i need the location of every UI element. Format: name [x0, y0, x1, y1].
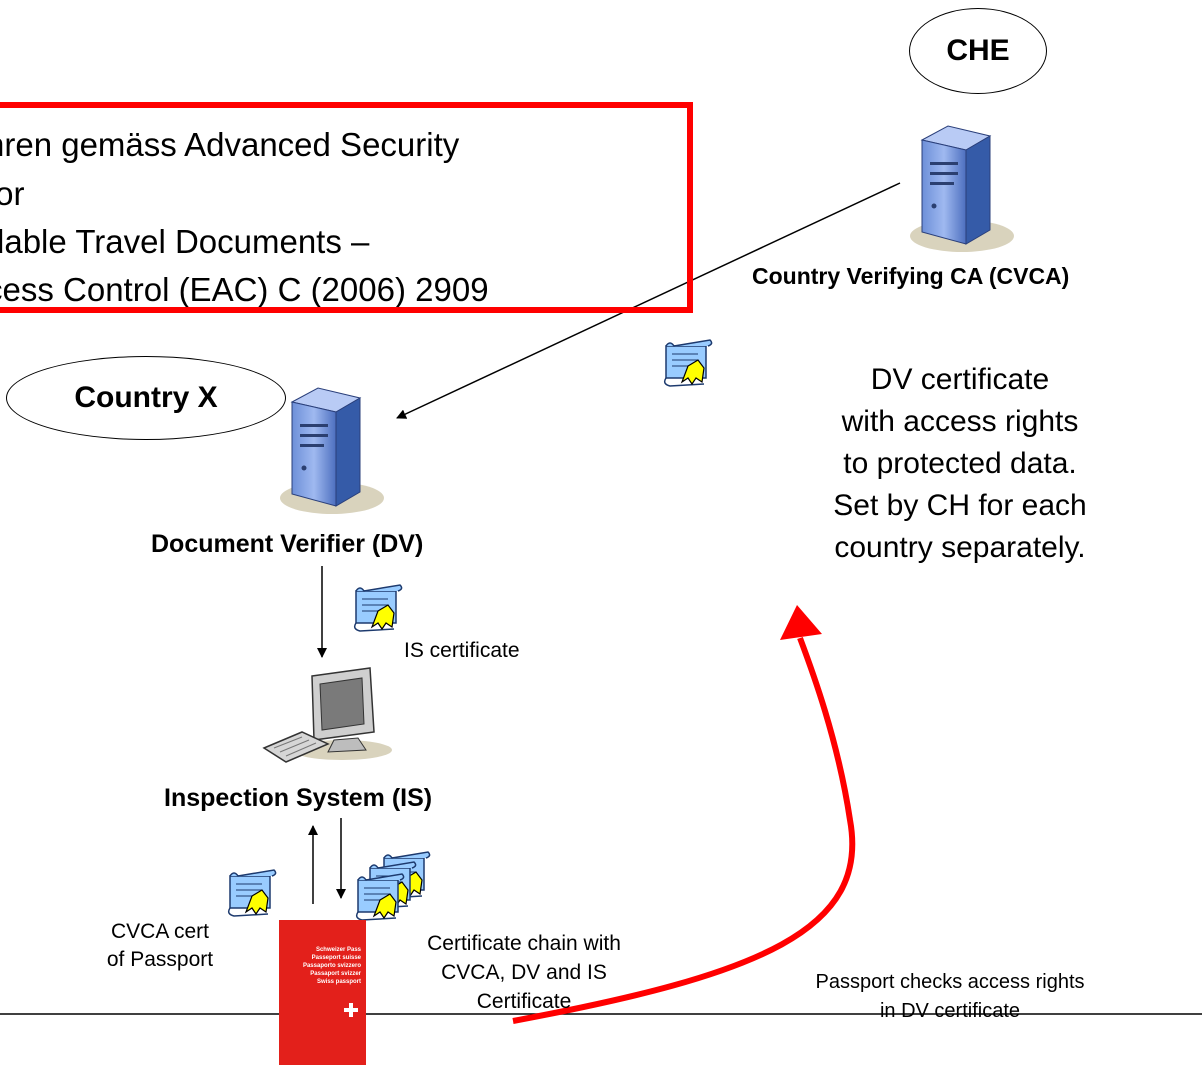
chain-line-2: CVCA, DV and IS: [441, 961, 607, 984]
certificate-chain-label: Certificate chain with CVCA, DV and IS C…: [392, 929, 656, 1016]
certificate-chain-icon: [355, 851, 431, 921]
dv-note-line-5: country separately.: [834, 531, 1086, 564]
passport-icon: Schweizer Pass Passeport suisse Passapor…: [279, 920, 366, 1065]
passport-check-line-1: Passport checks access rights: [815, 971, 1085, 993]
dv-certificate-icon: [663, 339, 713, 387]
dv-note-line-4: Set by CH for each: [833, 489, 1087, 522]
cvca-cert-line-2: of Passport: [106, 948, 214, 971]
title-line-4: cess Control (EAC) C (2006) 2909: [0, 271, 489, 308]
dv-note-line-3: to protected data.: [843, 447, 1077, 480]
computer-icon: [262, 667, 392, 763]
is-label: Inspection System (IS): [164, 784, 433, 812]
che-oval: CHE: [909, 8, 1047, 94]
che-label: CHE: [946, 34, 1010, 67]
cvca-certificate-icon: [227, 869, 277, 917]
dv-server-icon: [279, 387, 385, 515]
is-certificate-label: IS certificate: [404, 639, 520, 662]
passport-text: Schweizer Pass Passeport suisse Passapor…: [303, 946, 361, 986]
passport-line-5: Swiss passport: [316, 979, 361, 985]
passport-check-label: Passport checks access rights in DV cert…: [750, 968, 1150, 1026]
dv-note-line-2: with access rights: [841, 405, 1079, 438]
cvca-label: Country Verifying CA (CVCA): [752, 263, 1070, 289]
passport-line-2: Passeport suisse: [311, 955, 361, 961]
cvca-cert-line-1: CVCA cert: [110, 920, 210, 943]
title-line-2: for: [0, 175, 25, 212]
passport-check-line-2: in DV certificate: [879, 1000, 1021, 1022]
cvca-cert-label: CVCA cert of Passport: [60, 918, 260, 974]
cvca-to-dv-arrow: [396, 182, 901, 419]
access-check-arrow: [512, 636, 856, 1024]
is-certificate-icon: [353, 584, 403, 632]
title-line-1: hren gemäss Advanced Security: [0, 126, 460, 163]
passport-line-4: Passaport svizzer: [310, 971, 361, 977]
title-box: hren gemäss Advanced Security for dable …: [0, 102, 693, 313]
swiss-cross-icon: [344, 1003, 358, 1017]
cvca-server-icon: [909, 125, 1015, 253]
chain-line-1: Certificate chain with: [427, 932, 621, 955]
passport-line-3: Passaporto svizzero: [302, 963, 361, 969]
chain-line-3: Certificate: [476, 990, 572, 1013]
passport-line-1: Schweizer Pass: [315, 947, 361, 953]
country-x-label: Country X: [74, 381, 218, 414]
country-x-oval: Country X: [6, 356, 286, 440]
dv-certificate-note: DV certificate with access rights to pro…: [760, 359, 1160, 569]
dv-note-line-1: DV certificate: [870, 363, 1050, 396]
access-check-arrowhead: [780, 605, 822, 640]
dv-label: Document Verifier (DV): [151, 530, 424, 558]
title-line-3: dable Travel Documents –: [0, 223, 370, 260]
